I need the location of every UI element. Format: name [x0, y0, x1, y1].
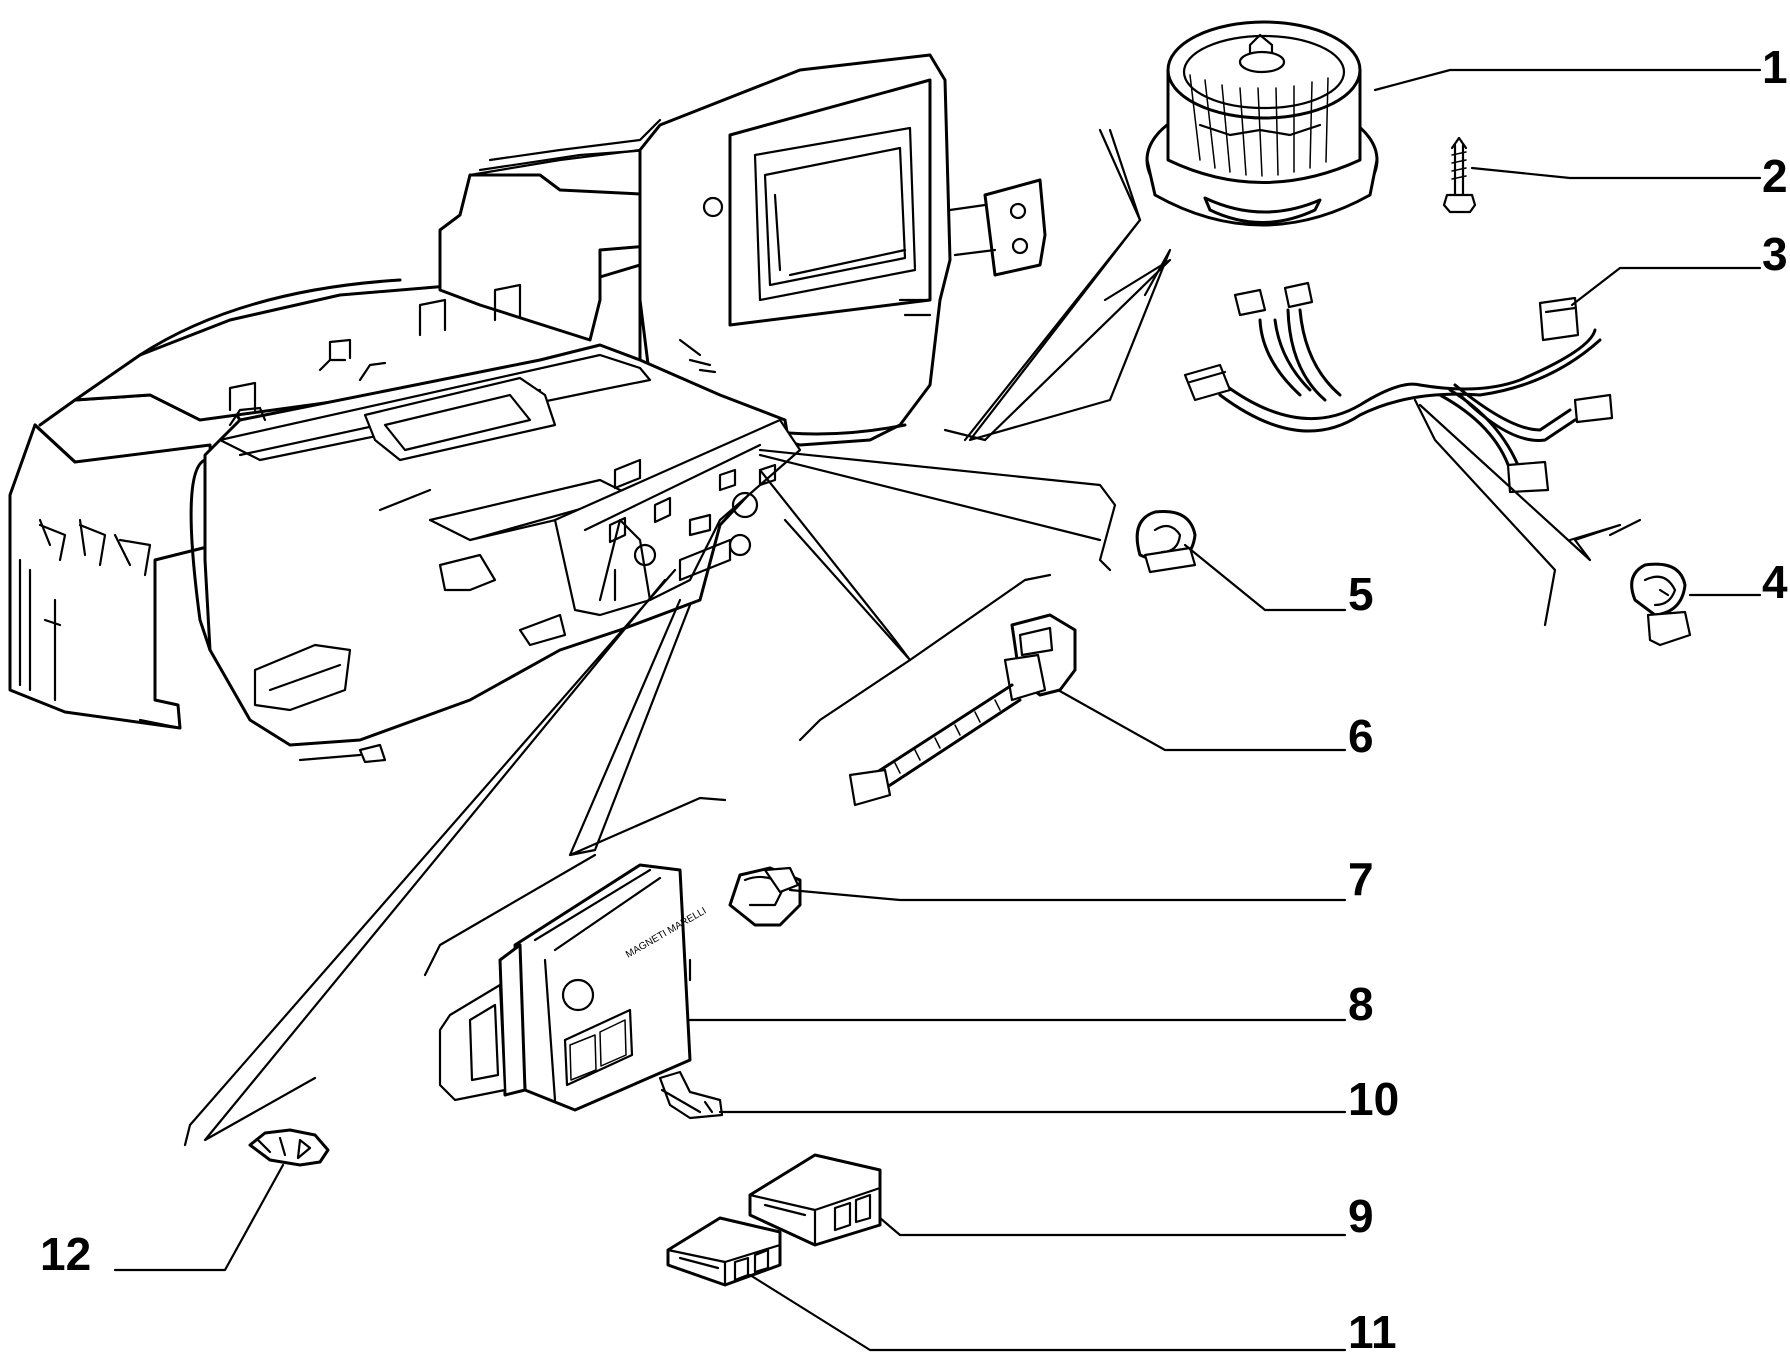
part-10-terminal	[658, 1070, 724, 1120]
part-4-clip	[1630, 562, 1692, 647]
part-7-clip	[728, 866, 802, 927]
callout-10: 10	[1348, 1073, 1399, 1125]
part-5-clip	[1135, 509, 1197, 574]
leader-lines	[113, 68, 1762, 1352]
part-9-connector	[748, 1153, 882, 1247]
part-2-screw	[1442, 136, 1477, 214]
callout-11: 11	[1348, 1306, 1397, 1352]
part-1-blower-fan	[1145, 20, 1379, 227]
callout-4: 4	[1762, 556, 1788, 608]
callout-5: 5	[1348, 568, 1374, 620]
part-3-wiring-harness	[1183, 281, 1614, 494]
part-8-control-module: MAGNETI MARELLI	[438, 863, 708, 1112]
callout-3: 3	[1762, 228, 1788, 280]
callout-2: 2	[1762, 150, 1788, 202]
callout-12: 12	[40, 1228, 91, 1280]
callout-6: 6	[1348, 710, 1374, 762]
callout-8: 8	[1348, 978, 1374, 1030]
callout-9: 9	[1348, 1190, 1374, 1242]
part-6-sensor-lead	[848, 613, 1077, 807]
callout-1: 1	[1762, 41, 1788, 93]
part-11-connector	[666, 1216, 782, 1287]
callout-7: 7	[1348, 853, 1374, 905]
heater-housing-assembly	[8, 53, 1047, 764]
callout-labels: 1 2 3 4 5 6 7 8 9 10 11 12	[40, 41, 1788, 1352]
part-12-bulb	[248, 1128, 330, 1167]
